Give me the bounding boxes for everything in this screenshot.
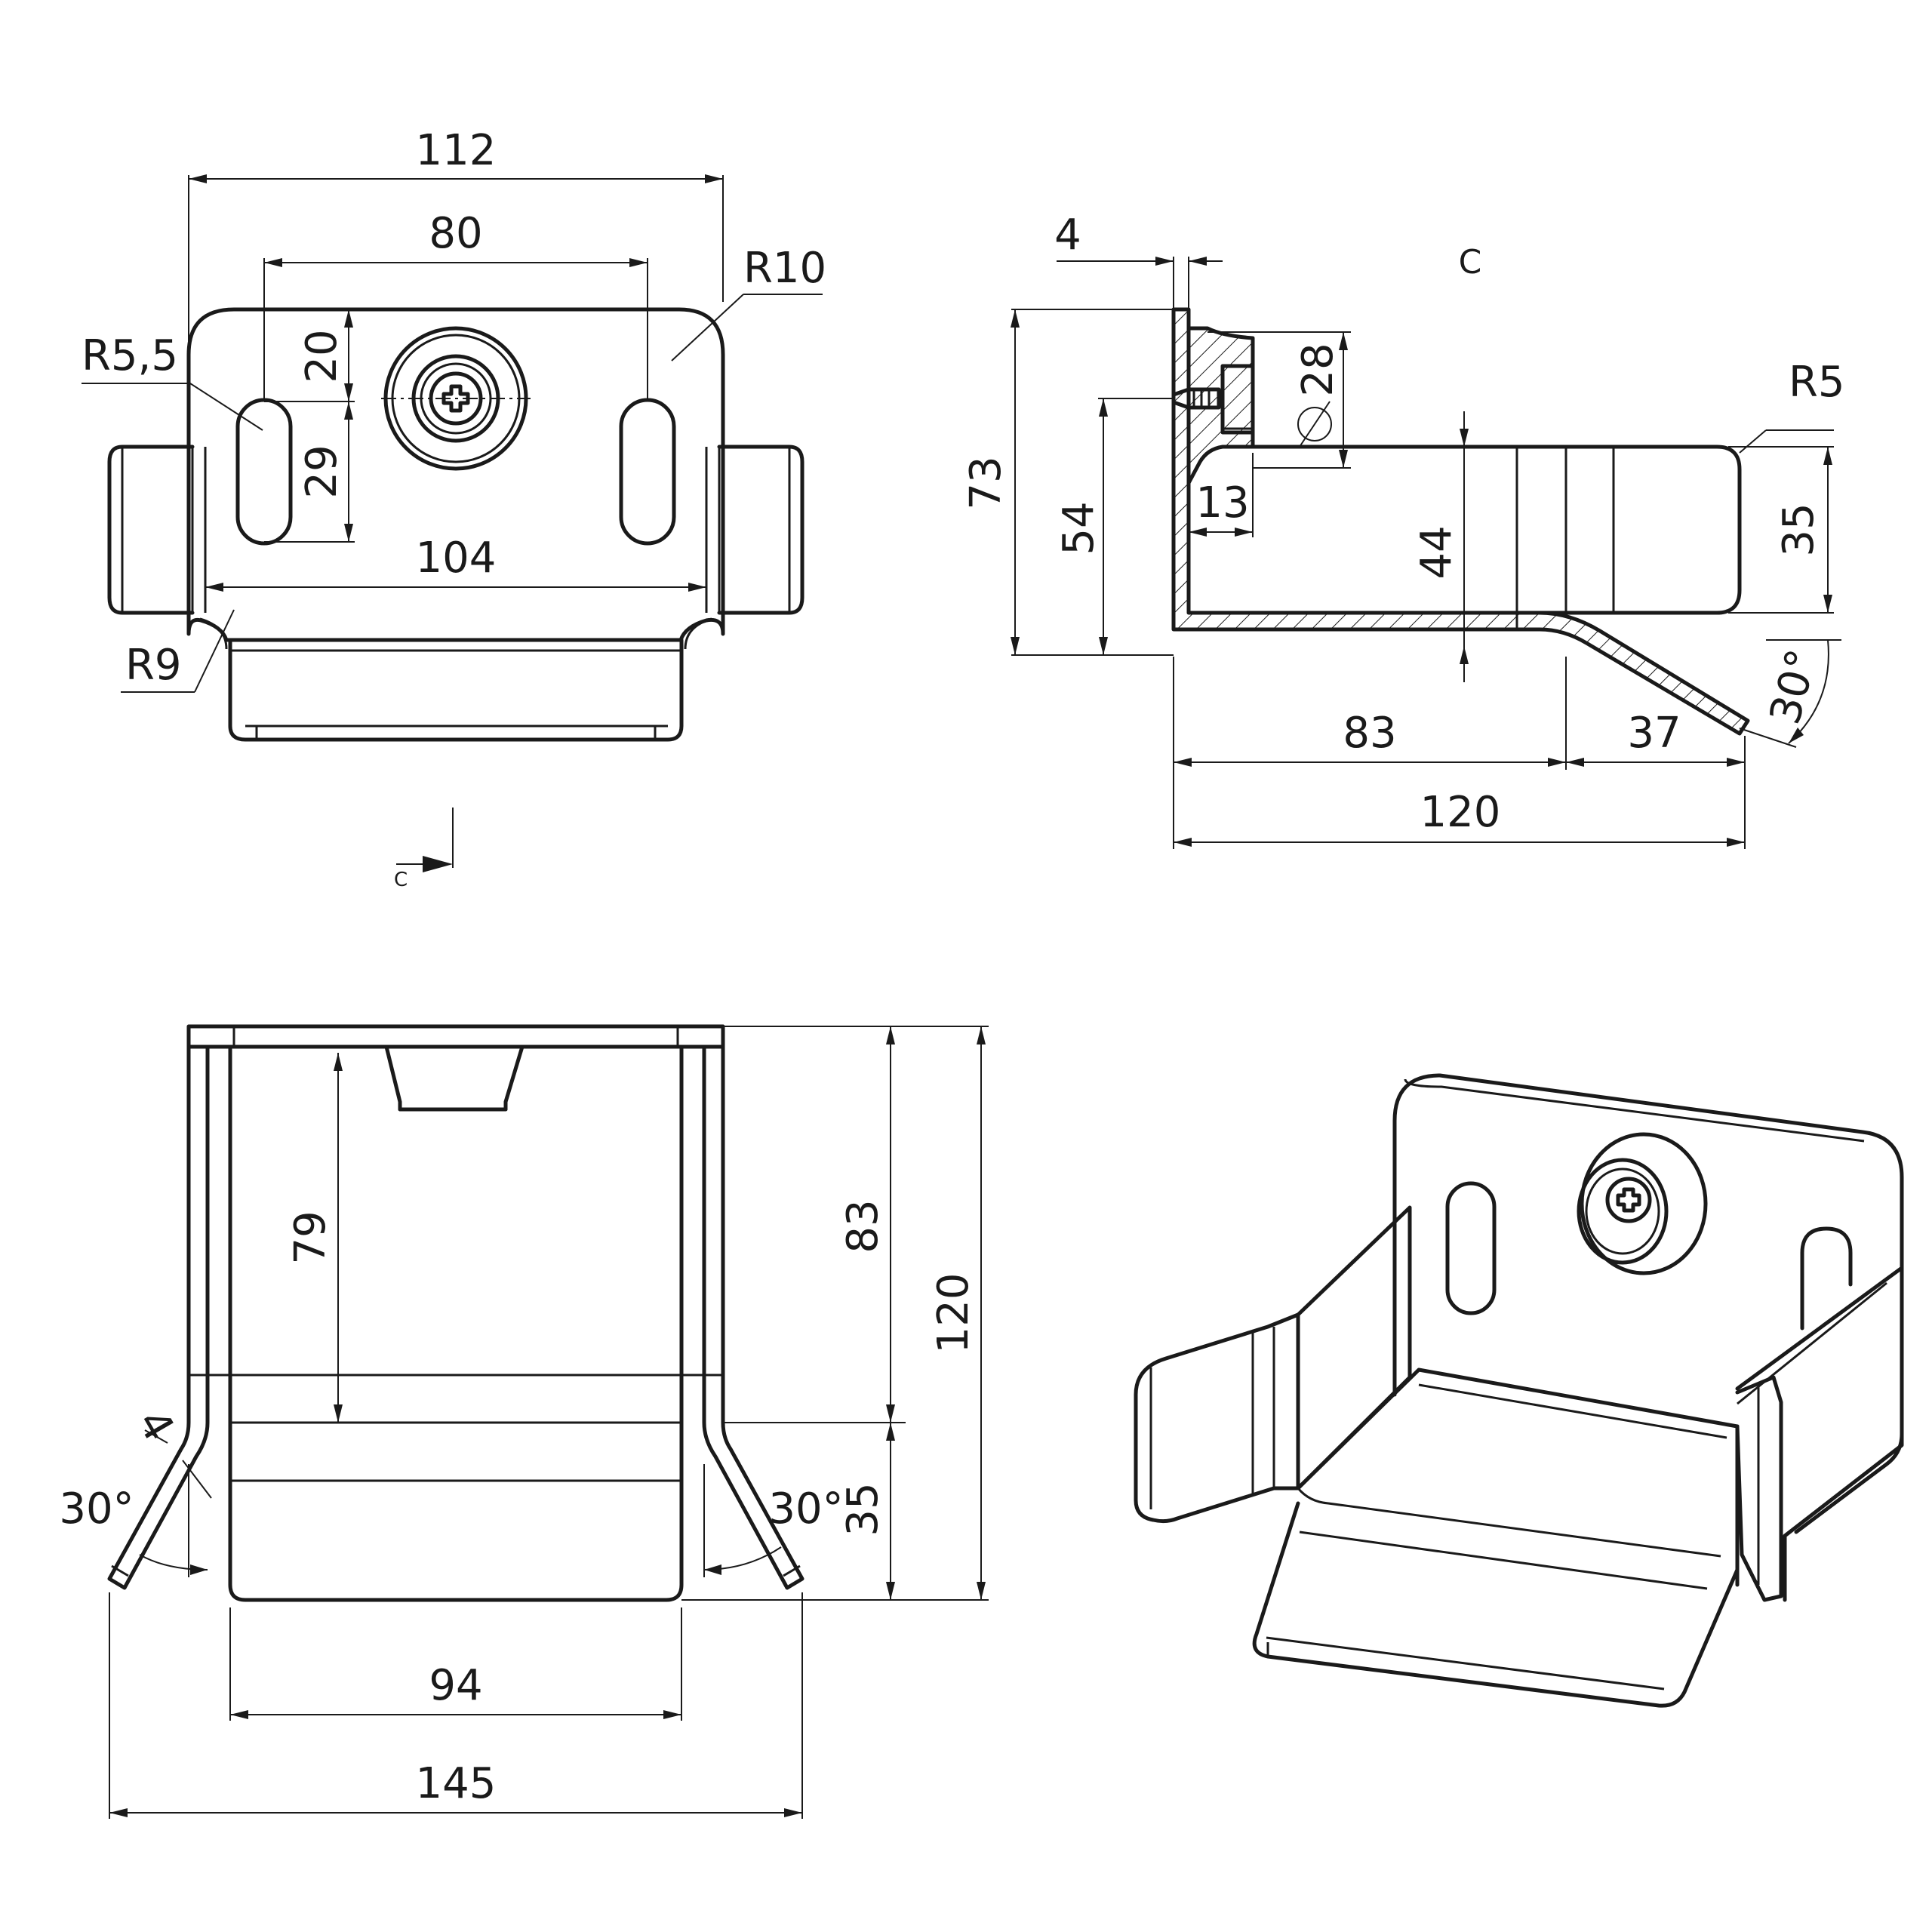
top-right-wall [702, 1044, 804, 1590]
dim-13: 13 [1195, 478, 1249, 528]
top-roller-projection [384, 1044, 525, 1112]
front-back-plate [186, 307, 725, 642]
iso-right-wall [1735, 1266, 1904, 1602]
dim-r9: R9 [125, 641, 182, 690]
dim-54: 54 [1054, 501, 1103, 555]
dim-112: 112 [416, 126, 497, 175]
dim-120-top: 120 [929, 1273, 978, 1354]
top-left-wall [107, 1044, 210, 1590]
side-screw-icon [1171, 387, 1221, 410]
dim-30-side: 30° [1761, 645, 1827, 730]
front-left-slot [235, 398, 293, 546]
dim-4-top: 4 [128, 1401, 183, 1449]
dim-104: 104 [416, 534, 497, 583]
dim-83-side: 83 [1343, 709, 1396, 758]
dim-30-right: 30° [768, 1484, 843, 1534]
iso-screw-icon [1616, 1187, 1641, 1213]
side-section-body [1171, 307, 1750, 736]
dim-35-side: 35 [1774, 503, 1823, 556]
dim-30-left: 30° [59, 1484, 134, 1534]
dim-28: 28 [1294, 343, 1343, 396]
dim-145: 145 [416, 1759, 497, 1808]
side-tab [1194, 445, 1742, 615]
dim-r5: R5 [1789, 358, 1845, 407]
front-roller [381, 326, 531, 471]
diameter-icon [1297, 407, 1332, 441]
side-roller [1220, 364, 1255, 435]
front-right-tab [717, 445, 804, 615]
dim-80: 80 [429, 209, 482, 258]
iso-left-slot [1445, 1181, 1497, 1315]
dim-83-top: 83 [838, 1199, 888, 1253]
front-view: 112 80 104 20 29 R10 R5,5 R9 [82, 126, 826, 891]
isometric-view [1134, 1073, 1904, 1708]
dim-r10: R10 [743, 244, 826, 293]
screw-head-icon [441, 384, 470, 413]
section-label-c: C [1459, 243, 1482, 281]
side-section-view: C 4 73 54 28 13 [961, 211, 1845, 849]
iso-roller [1577, 1132, 1708, 1275]
front-bottom-lip [228, 638, 684, 742]
dim-94: 94 [429, 1661, 482, 1710]
front-right-slot [619, 398, 676, 546]
section-marker-c: C [394, 869, 408, 891]
iso-back-plate [1392, 1073, 1904, 1534]
dim-73: 73 [961, 456, 1011, 509]
dim-35-top: 35 [838, 1482, 888, 1536]
dim-37: 37 [1627, 709, 1681, 758]
dim-4-side: 4 [1054, 211, 1081, 260]
dim-44: 44 [1412, 525, 1461, 579]
dim-79: 79 [286, 1211, 335, 1264]
iso-right-slot [1800, 1226, 1853, 1331]
dim-20: 20 [297, 329, 346, 383]
iso-right-tab [1735, 1375, 1783, 1602]
top-back-plate [186, 1024, 725, 1049]
iso-floor [1296, 1367, 1740, 1587]
dim-r5-5: R5,5 [82, 331, 178, 380]
front-left-tab [107, 445, 195, 615]
dim-120-side: 120 [1420, 788, 1501, 837]
iso-left-tab [1134, 1312, 1300, 1524]
top-view: 79 83 35 120 94 145 4 [59, 1024, 989, 1819]
dim-29: 29 [297, 445, 346, 498]
iso-front-lip [1252, 1501, 1740, 1708]
top-inner-floor [228, 1044, 684, 1602]
